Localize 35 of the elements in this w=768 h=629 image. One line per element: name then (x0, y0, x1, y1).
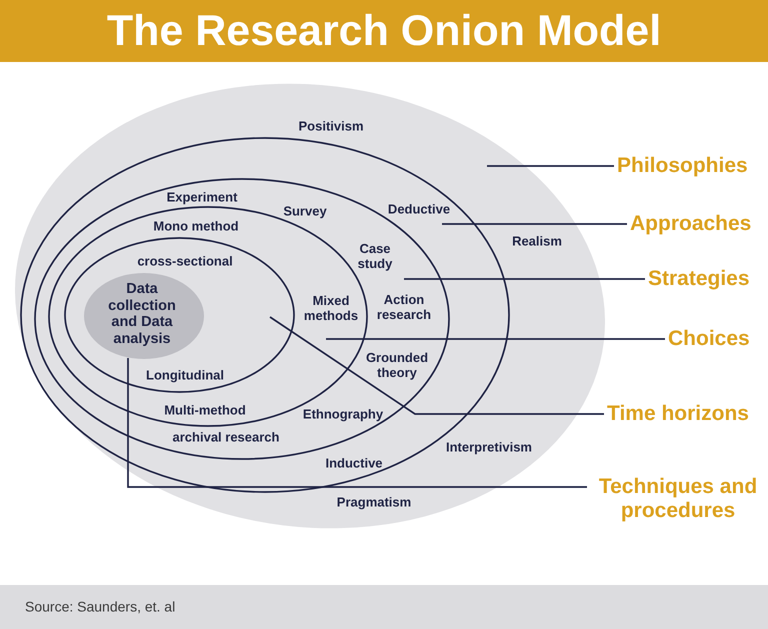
layer-term: Action research (376, 292, 432, 322)
onion-layer (64, 237, 295, 393)
layer-term: cross-sectional (137, 254, 233, 268)
leader-line (442, 223, 627, 225)
layer-term: Pragmatism (336, 494, 412, 510)
layer-name: Choices (668, 327, 750, 351)
leader-line (404, 278, 645, 280)
leader-line (487, 165, 614, 167)
layer-name: Strategies (648, 267, 750, 291)
layer-term: Multi-method (164, 402, 246, 418)
caption: Source: Saunders, et. al (25, 598, 176, 616)
layer-term: Longitudinal (146, 368, 224, 382)
core-label: Data collection and Data analysis (107, 281, 177, 347)
layer-term: Grounded theory (364, 350, 430, 380)
layer-term: Interpretivism (446, 440, 532, 454)
layer-name: Techniques and procedures (590, 475, 766, 523)
layer-term: Ethnography (302, 406, 384, 422)
layer-name: Time horizons (607, 402, 749, 426)
layer-term: Inductive (325, 456, 383, 470)
title: The Research Onion Model (106, 7, 662, 55)
layer-term: Deductive (388, 202, 450, 216)
layer-term: archival research (172, 430, 280, 444)
layer-term: Mixed methods (302, 293, 360, 323)
leader-line (326, 338, 665, 340)
layer-term: Realism (512, 234, 562, 248)
layer-term: Case study (356, 241, 394, 271)
layer-term: Survey (283, 204, 327, 218)
layer-name: Philosophies (617, 154, 748, 178)
layer-name: Approaches (630, 212, 752, 236)
leader-line (270, 316, 604, 415)
layer-term: Experiment (166, 190, 238, 204)
layer-term: Positivism (298, 118, 364, 134)
onion-core (83, 272, 205, 360)
leader-line (127, 358, 587, 488)
layer-term: Mono method (153, 218, 239, 234)
